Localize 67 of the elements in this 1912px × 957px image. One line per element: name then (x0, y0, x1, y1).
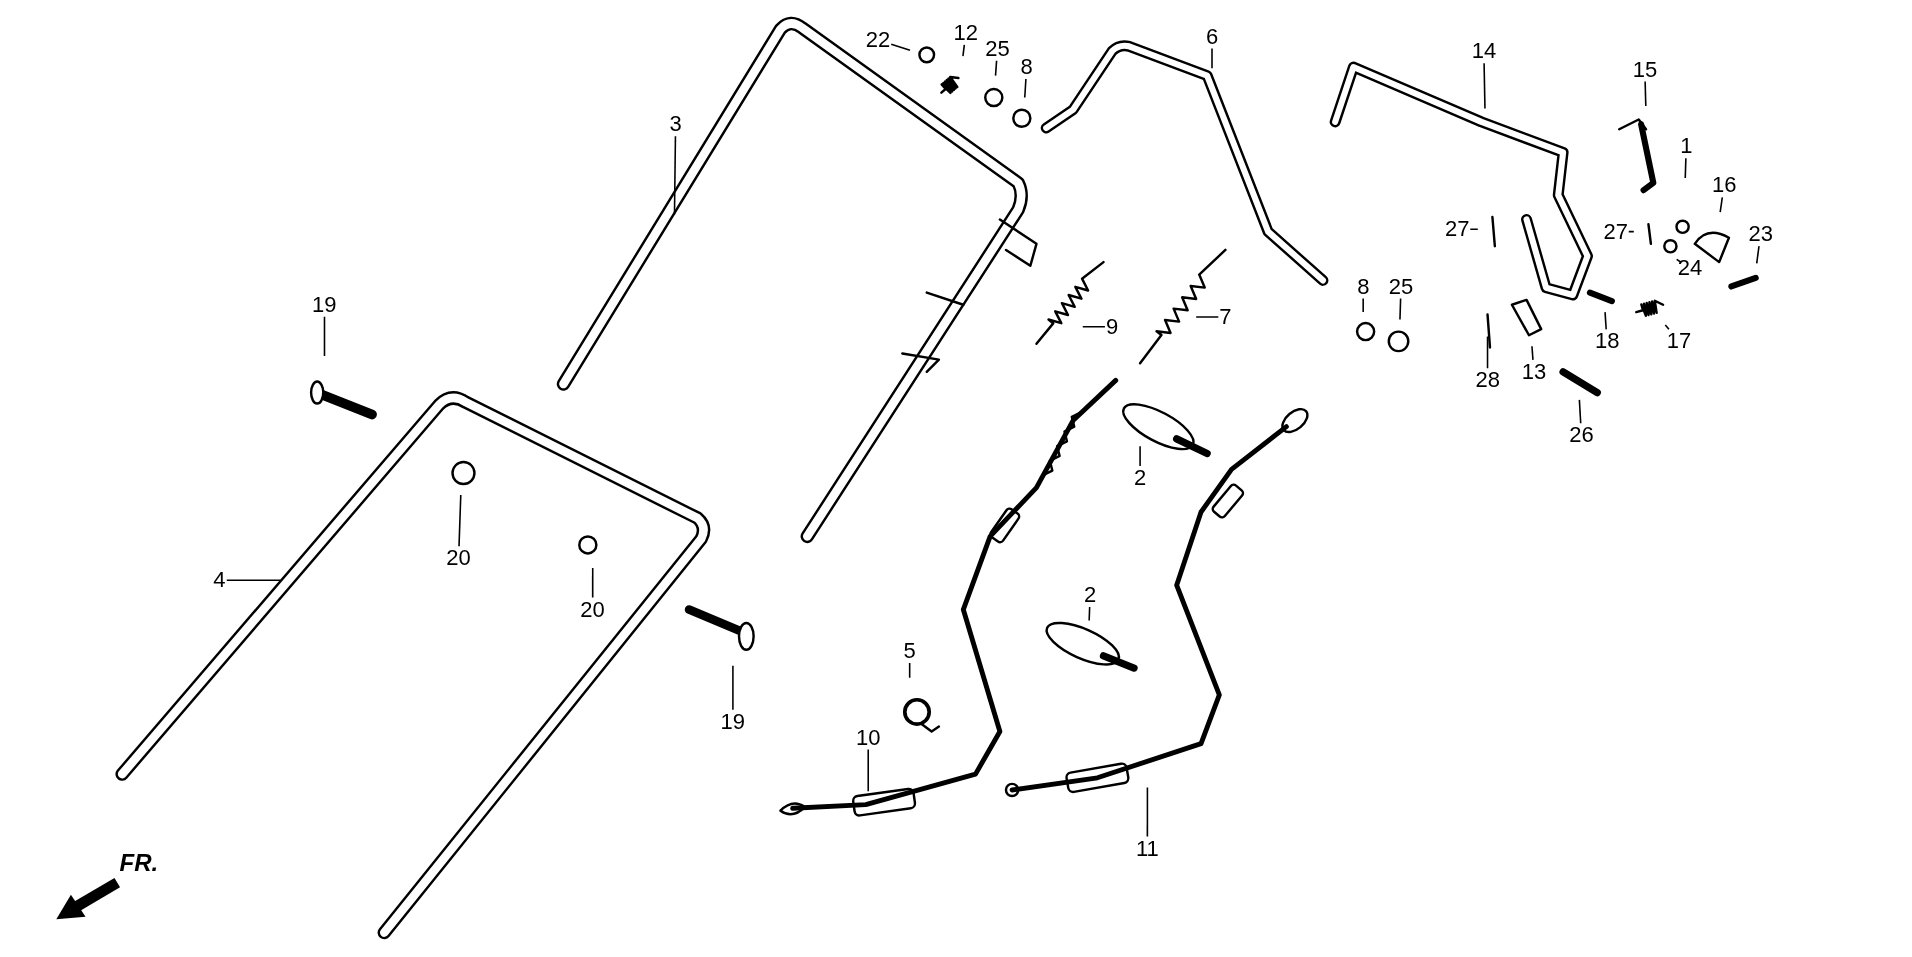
callout-number: 20 (445, 546, 472, 571)
callout-number: 2 (1083, 583, 1098, 608)
callout-number: 28 (1474, 368, 1501, 393)
callout-number: 24 (1676, 256, 1704, 281)
callout-number: 5 (902, 639, 917, 664)
leader-line (323, 315, 326, 357)
callout-number: 8 (1019, 55, 1034, 80)
leader-line (673, 135, 677, 216)
leader-line (591, 567, 594, 599)
callout-number: 16 (1710, 173, 1738, 198)
callout-number: 11 (1135, 836, 1160, 861)
callout-number: 13 (1520, 359, 1548, 384)
leader-line (1755, 245, 1760, 265)
leader-line (1628, 230, 1635, 233)
callout-number: 19 (719, 709, 747, 734)
leader-line (1675, 258, 1683, 264)
callout-number: 7 (1218, 305, 1233, 330)
leader-line (1195, 316, 1220, 318)
callout-number: 15 (1631, 57, 1659, 82)
leader-line (1531, 345, 1534, 361)
leader-line (867, 748, 869, 792)
callout-number: 17 (1665, 329, 1693, 354)
leader-line (890, 43, 911, 52)
callout-number: 9 (1104, 314, 1120, 339)
leader-line (732, 664, 734, 711)
callout-number: 22 (864, 28, 892, 53)
leader-line (1399, 297, 1402, 321)
leader-line (1664, 324, 1670, 331)
callout-number: 1 (1679, 134, 1694, 159)
leader-line (1362, 297, 1364, 313)
leader-line (1684, 157, 1687, 179)
leader-line (1146, 786, 1149, 838)
leader-line (908, 662, 911, 679)
callout-number: 27 (1602, 219, 1629, 244)
leader-line (1088, 606, 1091, 622)
leader-line (1469, 228, 1479, 230)
callout-number: 25 (984, 36, 1011, 61)
leader-line (1719, 196, 1724, 213)
callout-number: 19 (311, 292, 338, 317)
callout-number: 25 (1387, 274, 1415, 299)
leader-line (994, 59, 998, 77)
leader-line (1211, 47, 1213, 70)
leader-line (1578, 399, 1582, 424)
leader-line (1486, 335, 1489, 370)
callout-number: 18 (1593, 329, 1621, 354)
leader-line (1604, 311, 1607, 331)
callout-number: 14 (1470, 39, 1498, 64)
callout-number: 2 (1133, 466, 1148, 490)
leader-line (1082, 325, 1106, 328)
callout-number: 27 (1443, 217, 1471, 242)
callout-number: 8 (1356, 274, 1371, 299)
leader-line (1023, 78, 1027, 99)
leader-line (1139, 445, 1141, 467)
callout-number: 3 (668, 112, 683, 137)
callout-number: 20 (579, 597, 606, 622)
callout-number: 4 (212, 568, 227, 593)
leader-line (226, 579, 282, 582)
callout-number: 23 (1747, 222, 1774, 247)
callout-number: 6 (1204, 24, 1220, 49)
callout-number: 10 (854, 725, 882, 750)
callout-number: 12 (952, 20, 979, 45)
leader-line (1644, 80, 1647, 107)
callout-number: 26 (1568, 423, 1595, 448)
leader-line (458, 494, 462, 548)
leader-line (962, 44, 966, 57)
leader-line (1483, 62, 1486, 110)
front-direction-label: FR. (119, 851, 159, 876)
